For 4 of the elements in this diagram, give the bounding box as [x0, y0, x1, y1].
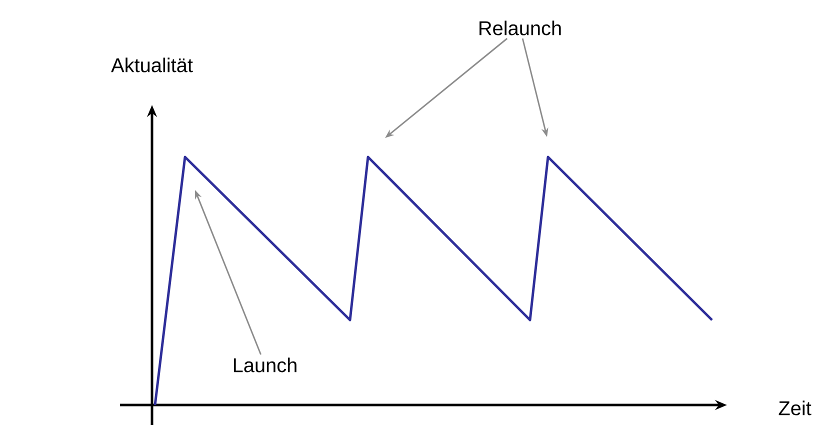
annotation-text: Launch	[234, 358, 296, 372]
annotation-text: Relaunch	[480, 20, 561, 36]
axis-label: Zeit	[778, 400, 812, 416]
axis-label: Aktualität	[111, 58, 193, 72]
